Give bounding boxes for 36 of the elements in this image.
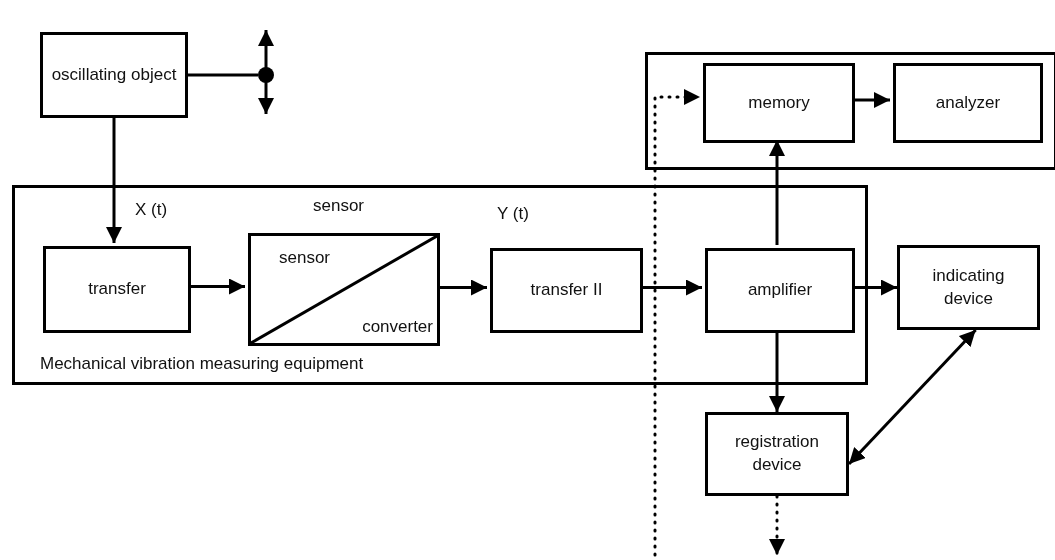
- arrow: [852, 92, 890, 108]
- pivot-dot: [258, 67, 274, 83]
- process-box: [897, 245, 1040, 330]
- arrow: [188, 278, 245, 295]
- arrow: [640, 279, 702, 296]
- box-label: sensor: [279, 248, 331, 268]
- box-label: indicating device: [931, 264, 1006, 310]
- dotted-arrow: [769, 494, 785, 557]
- box-heading: sensor: [313, 196, 365, 216]
- box-label: amplifier: [746, 279, 814, 302]
- box-label: analyzer: [934, 91, 1002, 114]
- group-frame: [12, 185, 868, 385]
- process-box: [490, 248, 643, 333]
- box-label: oscillating object: [50, 63, 178, 86]
- process-box: [705, 412, 849, 496]
- process-box: [43, 246, 191, 333]
- group-frame: [645, 52, 1055, 170]
- box-label: registration device: [733, 431, 821, 476]
- signal-label: Y (t): [497, 204, 529, 224]
- process-box: [705, 248, 855, 333]
- arrow: [769, 330, 785, 412]
- box-label: memory: [747, 91, 811, 114]
- arrow: [769, 140, 785, 245]
- signal-label: X (t): [135, 200, 168, 220]
- process-box: [703, 63, 855, 143]
- process-box: [893, 63, 1043, 143]
- box-label: converter: [362, 317, 433, 337]
- arrow: [437, 279, 487, 296]
- process-box: [40, 32, 188, 118]
- arrow: [106, 118, 122, 243]
- arrow: [847, 328, 977, 466]
- box-label: transfer II: [529, 279, 604, 302]
- dotted-arrow: [653, 89, 702, 557]
- box-label: transfer: [87, 278, 147, 301]
- arrow: [852, 279, 897, 296]
- frame-title: Mechanical vibration measuring equipment: [40, 354, 364, 374]
